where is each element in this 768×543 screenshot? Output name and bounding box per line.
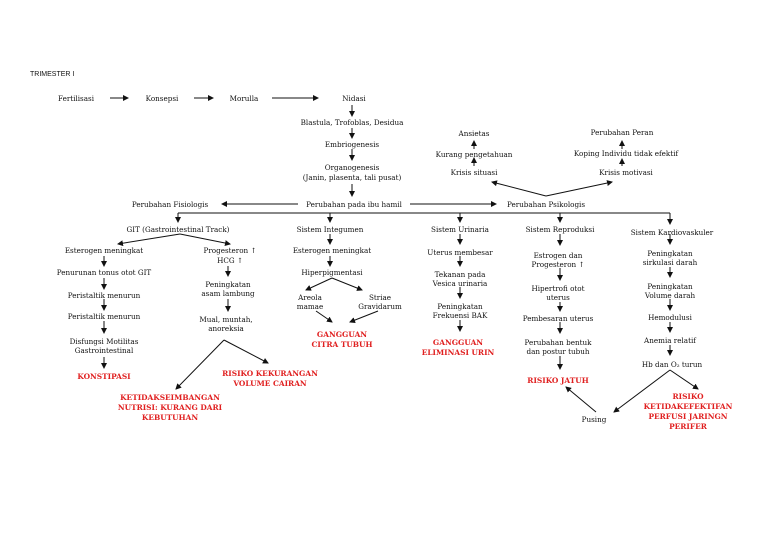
node-perubahan-bentuk: Perubahan bentuk [524,338,592,347]
node-blastula: Blastula, Trofoblas, Desidua [300,118,404,127]
node-vesica-urinaria: Vesica urinaria [432,279,488,288]
node-postur-tubuh: dan postur tubuh [526,347,590,356]
node-uterus-membesar: Uterus membesar [427,248,493,257]
node-git-peristaltik-2: Peristaltik menurun [67,312,141,321]
dx-eliminasi-urin-1: GANGGUAN [432,338,484,347]
node-morulla: Morulla [229,94,259,103]
dx-perfusi-1: RISIKO [672,392,704,401]
node-integumen-title: Sistem Integumen [296,225,364,234]
node-git-mual: Mual, muntah, [199,315,253,324]
node-fertilisasi: Fertilisasi [57,94,95,103]
node-gravidarum: Gravidarum [358,302,402,311]
dx-citra-tubuh-2: CITRA TUBUH [311,340,373,349]
node-krisis-motivasi: Krisis motivasi [599,168,653,177]
node-git-tonus: Penurunan tonus otot GIT [56,268,152,277]
node-sirkulasi-darah: sirkulasi darah [642,258,698,267]
node-embriogenesis: Embriogenesis [324,140,380,149]
dx-perfusi-3: PERFUSI JARINGN [648,412,728,421]
node-git-disfungsi: Disfungsi Motilitas [69,337,139,346]
node-git-asam-lambung: asam lambung [201,289,255,298]
node-areola: Areola [298,293,322,302]
node-urinaria-title: Sistem Urinaria [431,225,489,234]
dx-risiko-jatuh: RISIKO JATUH [527,376,589,385]
node-hemodulusi: Hemodulusi [648,313,692,322]
node-perubahan-ibu-hamil: Perubahan pada ibu hamil [306,200,402,209]
node-integumen-esterogen: Esterogen meningkat [292,246,372,255]
node-perubahan-psikologis: Perubahan Psikologis [506,200,586,209]
node-git-disfungsi-2: Gastrointestinal [74,346,134,355]
node-reproduksi-title: Sistem Reproduksi [525,225,595,234]
node-pusing: Pusing [581,415,607,424]
node-mamae: mamae [296,302,324,311]
node-kardio-title: Sistem Kardiovaskuler [630,228,714,237]
dx-perfusi-4: PERIFER [669,422,707,431]
node-kurang-pengetahuan: Kurang pengetahuan [435,150,513,159]
node-frekuensi-bak: Frekuensi BAK [432,311,488,320]
node-hb-o2-turun: Hb dan O₂ turun [641,360,703,369]
node-hiperpigmentasi: Hiperpigmentasi [301,268,363,277]
node-hipertrofi: Hipertrofi otot [531,284,585,293]
node-perubahan-peran: Perubahan Peran [590,128,654,137]
node-git-hcg: HCG ↑ [217,256,243,265]
node-nidasi: Nidasi [342,94,366,103]
dx-perfusi-2: KETIDAKEFEKTIFAN [643,402,733,411]
node-estrogen-dan: Estrogen dan [533,251,583,260]
node-organogenesis: Organogenesis [324,163,380,172]
node-kardio-peningkatan-1: Peningkatan [647,249,693,258]
node-koping-individu: Koping Individu tidak efektif [573,149,679,158]
node-git-progesteron: Progesteron ↑ [203,246,257,255]
dx-nutrisi-1: KETIDAKSEIMBANGAN [120,393,220,402]
node-hipertrofi-uterus: uterus [546,293,570,302]
node-reproduksi-progesteron: Progesteron ↑ [531,260,585,269]
node-kardio-peningkatan-2: Peningkatan [647,282,693,291]
node-git-peningkatan: Peningkatan [205,280,251,289]
node-volume-darah: Volume darah [644,291,696,300]
dx-citra-tubuh-1: GANGGUAN [316,330,368,339]
node-tekanan-pada: Tekanan pada [434,270,486,279]
node-organogenesis-detail: (Janin, plasenta, tali pusat) [302,173,402,182]
dx-volume-cairan-1: RISIKO KEKURANGAN [222,369,318,378]
node-ansietas: Ansietas [458,129,490,138]
dx-konstipasi: KONSTIPASI [77,372,131,381]
page-title: TRIMESTER I [30,71,75,78]
dx-nutrisi-3: KEBUTUHAN [141,413,199,422]
node-git-peristaltik-1: Peristaltik menurun [67,291,141,300]
node-git-title: GIT (Gastrointestinal Track) [126,225,230,234]
node-git-anoreksia: anoreksia [208,324,244,333]
dx-eliminasi-urin-2: ELIMINASI URIN [421,348,495,357]
node-konsepsi: Konsepsi [145,94,179,103]
node-pembesaran-uterus: Pembesaran uterus [522,314,594,323]
node-anemia-relatif: Anemia relatif [644,336,696,345]
node-perubahan-fisiologis: Perubahan Fisiologis [131,200,209,209]
node-krisis-situasi: Krisis situasi [450,168,498,177]
node-urinaria-peningkatan: Peningkatan [437,302,483,311]
node-striae: Striae [368,293,392,302]
dx-volume-cairan-2: VOLUME CAIRAN [233,379,307,388]
dx-nutrisi-2: NUTRISI: KURANG DARI [117,403,223,412]
node-git-esterogen: Esterogen meningkat [64,246,144,255]
